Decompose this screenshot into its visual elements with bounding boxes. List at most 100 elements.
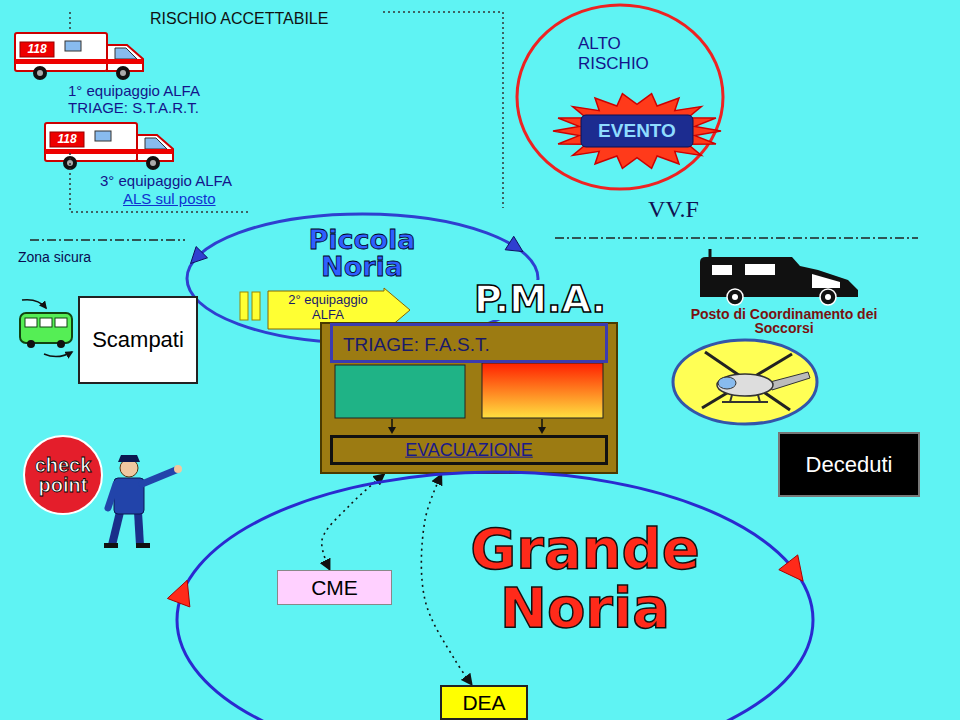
post-box (321, 323, 617, 473)
triage-box: TRIAGE: F.A.S.T. (330, 323, 608, 363)
ambulance-icon (15, 33, 143, 80)
loop-title: Piccola Noria (277, 226, 447, 280)
dotted-connector (421, 474, 472, 685)
dotted-boundary (70, 153, 248, 212)
camper-icon (712, 265, 732, 275)
badge-label: check point (30, 455, 96, 495)
dotted-boundary (69, 12, 71, 30)
ambulance-icon (45, 123, 173, 170)
dotted-boundary (383, 12, 503, 208)
zone-heading: RISCHIO ACCETTABILE (150, 10, 328, 28)
access-bars (240, 292, 248, 320)
advanced-medical-post: P.M.A.TRIAGE: F.A.S.T.EVACUAZIONE (320, 322, 618, 474)
police-officer (104, 543, 118, 548)
zone-boundary (30, 239, 185, 240)
camper-icon (732, 294, 738, 300)
evacuation-box: EVACUAZIONE (330, 435, 608, 465)
high-risk-zone: ALTO RISCHIO EVENTO (515, 3, 725, 191)
burst-shape (553, 94, 721, 169)
red-area (482, 363, 603, 418)
large-shuttle-loop-outline (175, 470, 815, 720)
police-officer (174, 465, 182, 473)
access-bars (240, 292, 260, 320)
crew-label: 3° equipaggio ALFA (100, 172, 232, 189)
dea-box: DEA (440, 685, 528, 720)
ambulance-icon (15, 33, 143, 80)
event-burst: EVENTO (552, 92, 722, 170)
coordination-label: Posto di Coordinamento dei Soccorsi (666, 307, 902, 335)
zone-label: Zona sicura (18, 249, 91, 265)
helipad-icon (673, 340, 817, 424)
helipad-icon (722, 401, 768, 403)
ambulance-icon (45, 123, 173, 170)
bus-icon (44, 352, 72, 357)
bus-icon (22, 300, 46, 308)
deceased-box: Deceduti (778, 432, 920, 497)
box-label: DEA (462, 690, 505, 714)
loop-title: Grande Noria (450, 520, 720, 638)
camper-icon (700, 249, 858, 305)
flow-line (541, 419, 543, 428)
bus-icon (55, 318, 67, 327)
triage-label: TRIAGE: S.T.A.R.T. (68, 99, 199, 116)
helipad-icon (770, 372, 810, 390)
zone-boundary (30, 238, 918, 240)
flow-arrowhead (779, 555, 803, 581)
crew-label: 1° equipaggio ALFA (68, 82, 200, 99)
helipad-icon (718, 377, 736, 389)
police-officer (108, 484, 116, 508)
team-label: VV.F (648, 196, 699, 224)
flow-line (391, 419, 393, 428)
event-label: EVENTO (598, 120, 676, 142)
flow-arrowhead (538, 427, 546, 434)
police-officer (104, 455, 182, 548)
camper-icon (745, 264, 775, 275)
box-label: EVACUAZIONE (405, 440, 533, 461)
police-officer (138, 512, 140, 545)
triage-label: TRIAGE: F.A.S.T. (343, 334, 490, 356)
box-label: Deceduti (806, 452, 893, 477)
camper-icon (820, 289, 836, 305)
helipad-icon (717, 374, 773, 396)
risk-ellipse (517, 5, 723, 189)
risk-zone: RISCHIO ACCETTABILE 1° equipaggio ALFATRI… (8, 8, 505, 216)
police-officer (136, 543, 150, 548)
zone-boundary (555, 237, 918, 238)
bus-icon (20, 313, 72, 343)
helipad-icon (673, 340, 817, 424)
helipad-icon (730, 395, 732, 402)
badge-circle (24, 436, 102, 514)
access-bars (252, 292, 260, 320)
police-officer (118, 455, 140, 462)
flow-arrowhead (191, 247, 208, 264)
checkpoint-badge: check point (22, 435, 104, 515)
vehicle-number: 118 (20, 42, 54, 57)
bus-icon (57, 340, 65, 348)
bus-icon (20, 300, 72, 357)
cme-box: CME (277, 570, 392, 605)
camper-icon (727, 289, 743, 305)
green-area (335, 365, 465, 418)
large-shuttle-loop: Grande Noria CME DEA (175, 470, 815, 720)
survivors-box: Scampati (78, 296, 198, 384)
police-officer (142, 470, 176, 484)
crew-note: ALS sul posto (123, 190, 216, 207)
helipad-icon (758, 395, 760, 402)
bus-icon (27, 340, 35, 348)
camper-icon (825, 294, 831, 300)
vehicle-number: 118 (50, 132, 84, 147)
bus-icon (40, 318, 52, 327)
camper-icon (709, 249, 712, 257)
flow-arrowhead (505, 236, 523, 251)
police-officer (112, 512, 120, 545)
camper-icon (812, 274, 840, 288)
box-label: CME (311, 575, 358, 599)
flow-arrowhead (388, 427, 396, 434)
burst-plate (581, 115, 693, 147)
arrow-label: 2° equipaggio ALFA (274, 293, 382, 323)
shuttle-loop (177, 472, 813, 720)
post-title: P.M.A. (452, 280, 628, 320)
flow-arrowhead (167, 580, 189, 607)
bus-icon (25, 318, 37, 327)
zone-heading: ALTO RISCHIO (578, 34, 672, 73)
